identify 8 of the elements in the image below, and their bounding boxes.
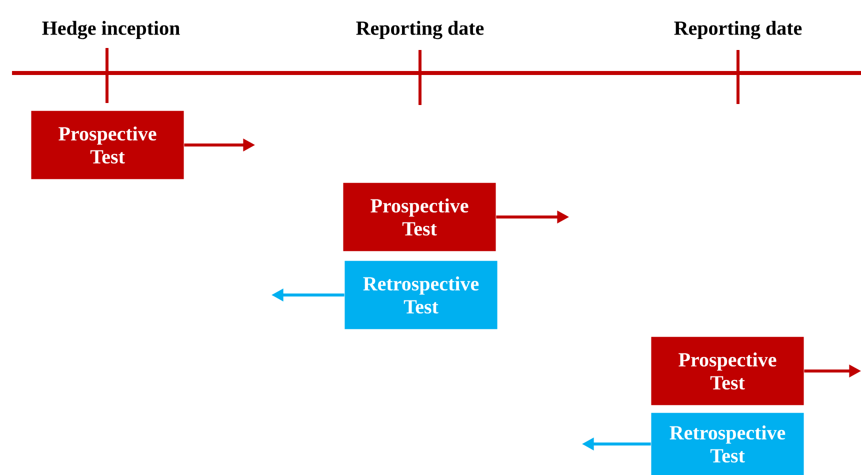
test-box: Retrospective Test [651, 412, 804, 475]
timeline-label: Reporting date [674, 20, 802, 40]
test-box: Prospective Test [343, 182, 496, 252]
test-box: Prospective Test [651, 336, 804, 406]
timeline-label: Reporting date [356, 20, 484, 40]
timeline-label: Hedge inception [42, 20, 180, 40]
test-box: Retrospective Test [344, 260, 498, 330]
test-box: Prospective Test [31, 110, 184, 180]
